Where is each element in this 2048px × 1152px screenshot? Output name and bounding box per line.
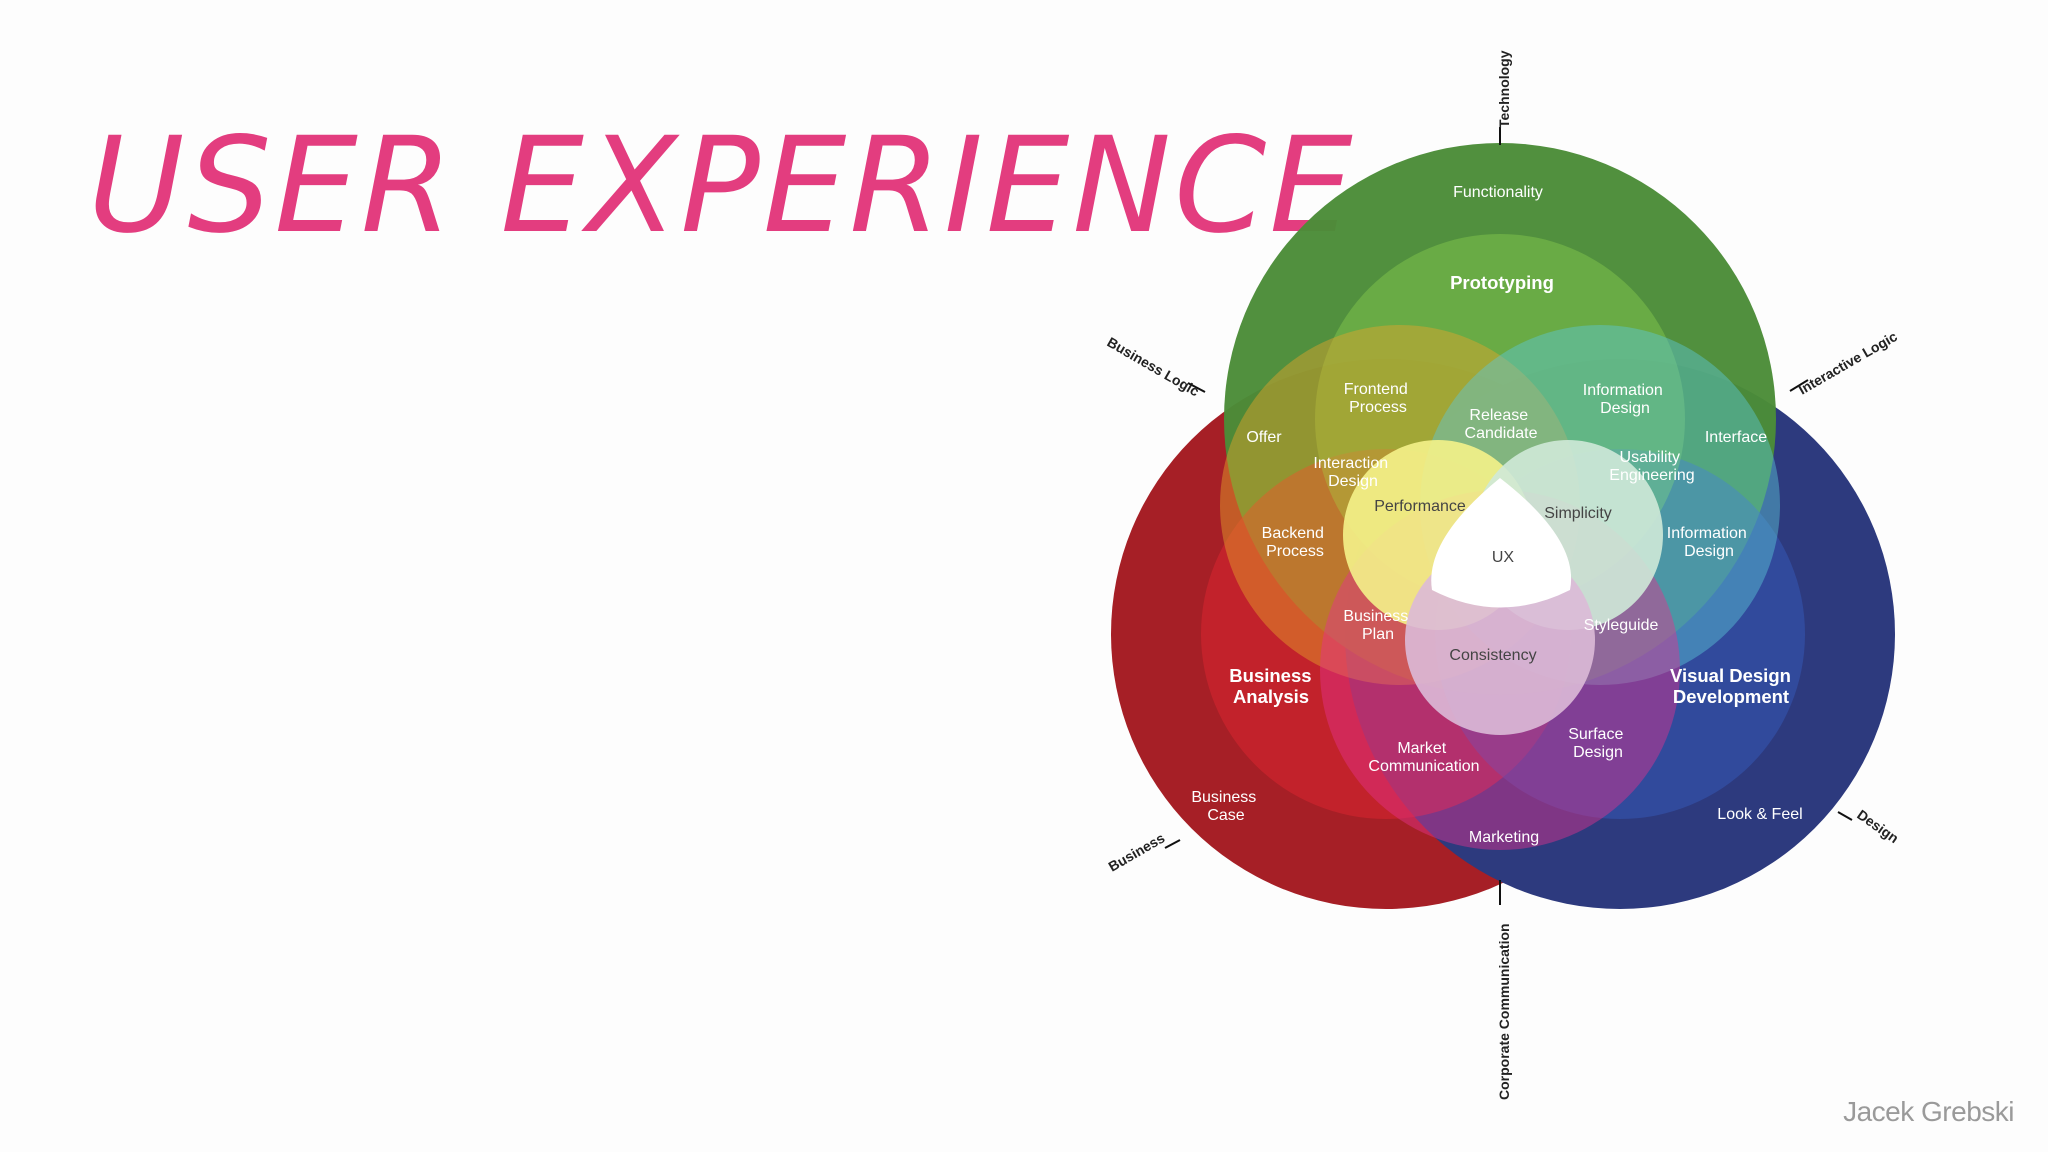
axis-line-business — [1164, 839, 1181, 849]
label-marketing: Marketing — [1469, 829, 1539, 846]
label-functionality: Functionality — [1453, 184, 1543, 201]
label-performance: Performance — [1374, 498, 1466, 515]
label-ux: UX — [1492, 549, 1515, 566]
axis-corporate-communication: Corporate Communication — [1496, 923, 1512, 1100]
label-business-case: Business Case — [1191, 789, 1260, 824]
label-business-analysis: Business Analysis — [1229, 665, 1316, 707]
axis-business: Business — [1106, 830, 1168, 875]
axis-line-design — [1837, 811, 1853, 821]
label-offer: Offer — [1246, 429, 1282, 446]
label-visual-design-development: Visual Design Development — [1670, 665, 1796, 707]
label-information-design-right: Information Design — [1667, 525, 1752, 560]
label-interface: Interface — [1705, 429, 1767, 446]
label-business-plan: Business Plan — [1343, 608, 1412, 643]
label-frontend-process: Frontend Process — [1344, 381, 1413, 416]
axis-interactive-logic: Interactive Logic — [1796, 328, 1901, 398]
axis-design: Design — [1854, 806, 1901, 846]
label-prototyping: Prototyping — [1450, 272, 1554, 293]
label-simplicity: Simplicity — [1544, 505, 1612, 522]
label-styleguide: Styleguide — [1584, 617, 1659, 634]
author-signature: Jacek Grebski — [1843, 1096, 2014, 1127]
label-look-and-feel: Look & Feel — [1717, 806, 1802, 823]
label-consistency: Consistency — [1449, 647, 1536, 664]
label-release-candidate: Release Candidate — [1465, 407, 1538, 442]
label-interaction-design: Interaction Design — [1313, 455, 1392, 490]
axis-line-business-logic — [1187, 382, 1206, 393]
label-surface-design: Surface Design — [1568, 726, 1628, 761]
label-backend-process: Backend Process — [1262, 525, 1329, 560]
label-market-communication: Market Communication — [1368, 740, 1479, 775]
axis-technology: Technology — [1496, 50, 1512, 128]
page-title: USER EXPERIENCE — [88, 109, 1356, 263]
axis-business-logic: Business Logic — [1105, 334, 1203, 400]
label-usability-engineering: Usability Engineering — [1609, 449, 1694, 484]
axis-line-interactive-logic — [1789, 379, 1809, 392]
label-information-design-top: Information Design — [1583, 382, 1668, 417]
ux-core — [1431, 478, 1572, 608]
